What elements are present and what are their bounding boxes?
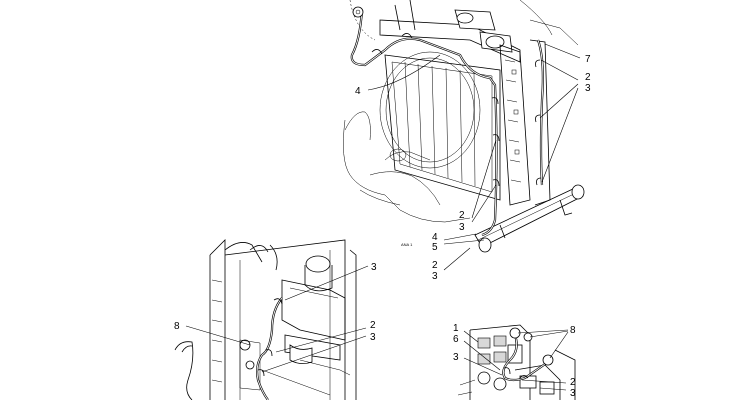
callout-3: 3 bbox=[570, 388, 576, 399]
callout-2: 2 bbox=[370, 320, 376, 331]
left-tank bbox=[261, 255, 351, 396]
callout-3: 3 bbox=[371, 262, 377, 273]
left-view-assembly bbox=[174, 239, 369, 401]
tiny-label: ANA 1 bbox=[401, 242, 413, 247]
top-view-radiator-assembly: ANA 1 bbox=[343, 0, 585, 271]
leaders-left bbox=[185, 265, 369, 373]
side-frame-right bbox=[499, 39, 551, 206]
leaders-top bbox=[367, 43, 581, 271]
callout-8: 8 bbox=[174, 321, 180, 332]
radiator-core bbox=[379, 51, 501, 201]
top-tank bbox=[379, 0, 521, 63]
engine-outline bbox=[343, 0, 579, 223]
left-lower-pipe bbox=[174, 339, 261, 401]
callout-5: 5 bbox=[432, 242, 438, 253]
right-view-assembly bbox=[457, 324, 576, 400]
callout-2: 2 bbox=[570, 377, 576, 388]
hose-assembly-top bbox=[350, 6, 544, 237]
callout-4: 4 bbox=[355, 86, 361, 97]
callout-6: 6 bbox=[453, 334, 459, 345]
cooler-tube bbox=[474, 184, 585, 253]
callout-1: 1 bbox=[453, 323, 459, 334]
callout-3: 3 bbox=[370, 332, 376, 343]
callout-4: 4 bbox=[432, 232, 438, 243]
callout-2: 2 bbox=[432, 260, 438, 271]
callout-8: 8 bbox=[570, 325, 576, 336]
left-frame bbox=[209, 239, 357, 400]
hose-assembly-left bbox=[256, 297, 283, 401]
callout-2: 2 bbox=[459, 210, 465, 221]
callout-2: 2 bbox=[585, 72, 591, 83]
callout-3: 3 bbox=[459, 222, 465, 233]
callout-labels: 7 2 3 4 2 3 4 5 2 3 3 8 2 3 1 6 8 3 2 3 bbox=[174, 54, 591, 399]
callout-3: 3 bbox=[432, 271, 438, 282]
callout-3: 3 bbox=[453, 352, 459, 363]
callout-3: 3 bbox=[585, 83, 591, 94]
callout-7: 7 bbox=[585, 54, 591, 65]
leaders-right bbox=[463, 329, 569, 391]
